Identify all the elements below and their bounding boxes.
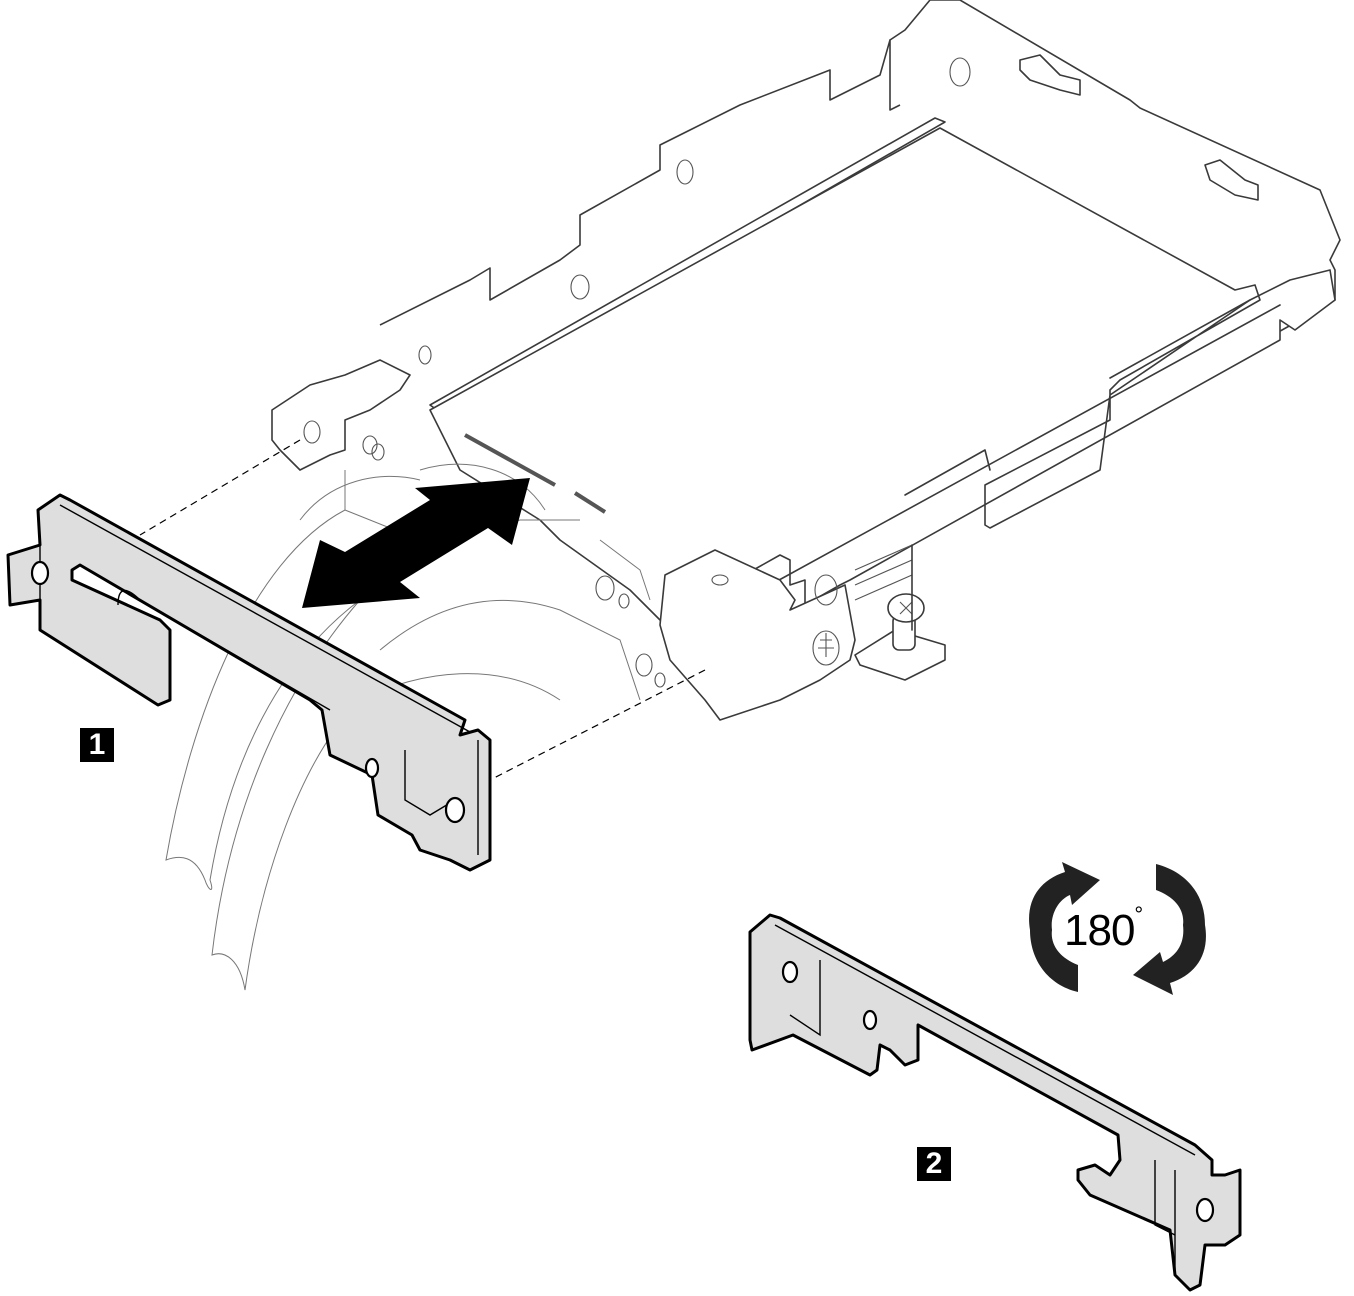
callout-2-label: 2 xyxy=(925,1147,943,1180)
phillips-screw-icon xyxy=(812,630,840,666)
callout-1-label: 1 xyxy=(88,728,106,761)
alignment-line-right xyxy=(489,669,706,781)
bracket-2 xyxy=(748,913,1242,1292)
drive-cage xyxy=(271,0,1341,721)
bracket-1 xyxy=(6,493,492,872)
callout-2: 2 xyxy=(917,1147,951,1181)
alignment-line-left xyxy=(139,439,301,536)
callout-1: 1 xyxy=(80,728,114,762)
rotation-label: 180° xyxy=(1064,902,1143,956)
rotation-value: 180 xyxy=(1064,906,1135,955)
thumbscrew xyxy=(854,593,946,681)
double-headed-arrow-icon xyxy=(302,478,530,608)
rotation-unit: ° xyxy=(1134,902,1143,927)
rotate-180-icon xyxy=(1029,862,1206,995)
